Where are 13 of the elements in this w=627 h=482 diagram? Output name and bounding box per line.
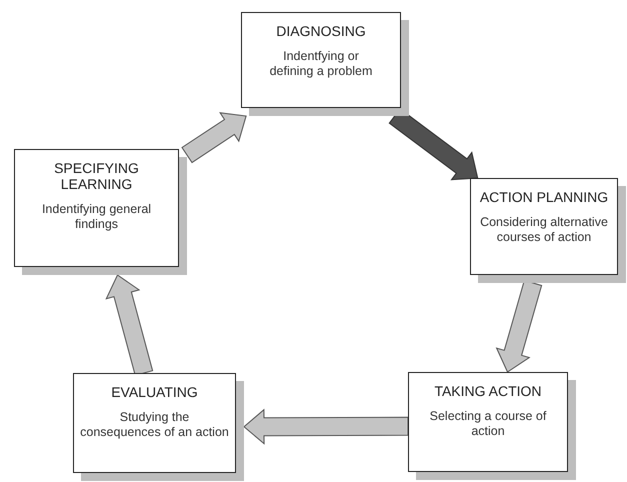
step-description: Studying the consequences of an action xyxy=(80,410,230,440)
block-arrow xyxy=(105,274,154,376)
step-heading: EVALUATING xyxy=(111,384,198,400)
step-heading: DIAGNOSING xyxy=(276,23,366,39)
block-arrow xyxy=(181,112,247,164)
step-description: Indentfying or defining a problem xyxy=(268,49,374,79)
step-description: Considering alternative courses of action xyxy=(479,215,609,245)
step-description: Indentifying general findings xyxy=(40,202,152,232)
step-heading: TAKING ACTION xyxy=(434,383,542,399)
step-heading: SPECIFYING LEARNING xyxy=(53,160,140,192)
step-description: Selecting a course of action xyxy=(428,409,548,439)
step-heading: ACTION PLANNING xyxy=(480,189,608,205)
block-arrow xyxy=(243,408,408,445)
